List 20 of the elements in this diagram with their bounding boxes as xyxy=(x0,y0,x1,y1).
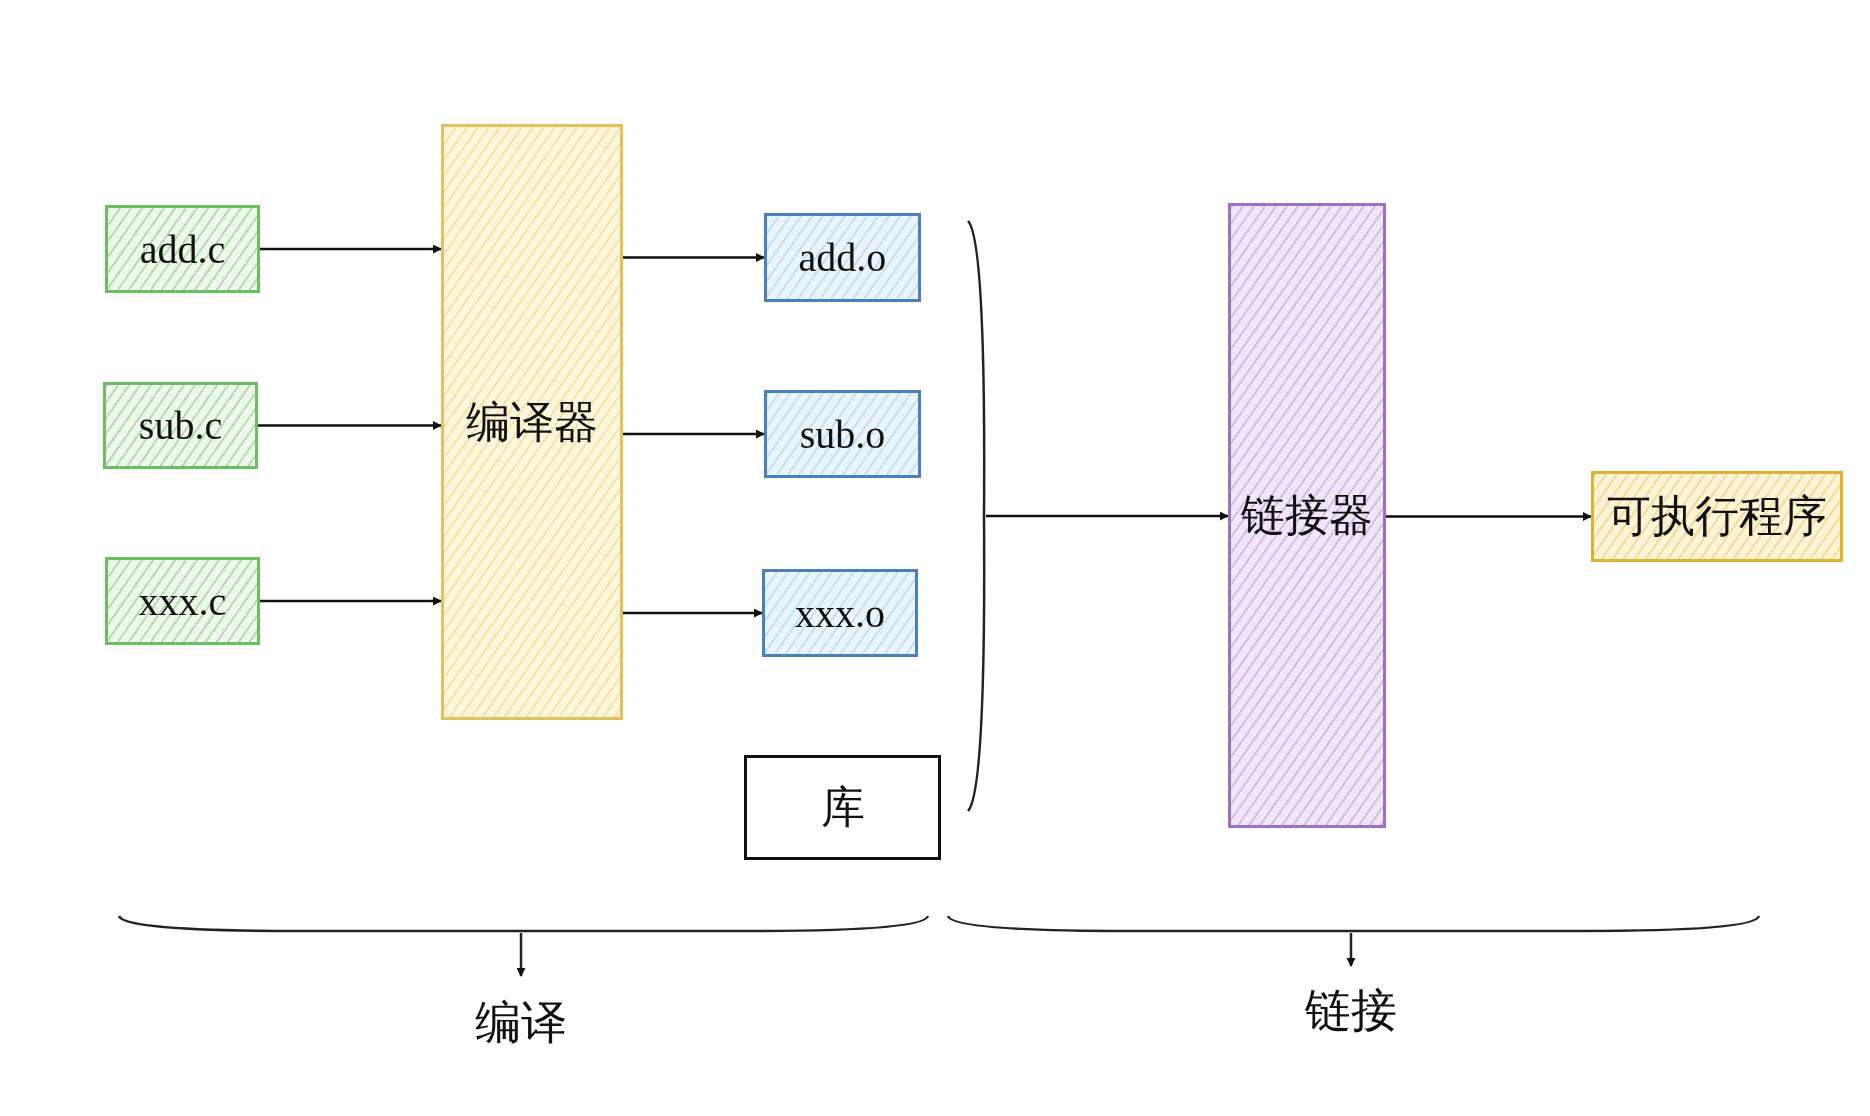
stage-label: 链接 xyxy=(1305,982,1397,1039)
arrow xyxy=(260,244,442,254)
file-box: xxx.c xyxy=(105,557,260,645)
arrow xyxy=(623,253,765,262)
file-box: add.o xyxy=(764,213,921,302)
file-box: sub.c xyxy=(103,382,258,469)
arrow xyxy=(260,596,442,606)
arrow xyxy=(258,421,442,430)
arrow xyxy=(986,511,1229,521)
file-box: xxx.o xyxy=(762,569,918,657)
compiler-box: 编译器 xyxy=(441,124,623,720)
file-box: add.c xyxy=(105,205,260,293)
program-box: 可执行程序 xyxy=(1591,471,1843,562)
arrow xyxy=(623,429,765,439)
arrow xyxy=(1386,512,1592,521)
library-box: 库 xyxy=(744,755,941,860)
arrow xyxy=(623,608,763,618)
stage-label: 编译 xyxy=(475,994,567,1051)
linker-box: 链接器 xyxy=(1228,203,1386,828)
file-box: sub.o xyxy=(764,390,921,478)
